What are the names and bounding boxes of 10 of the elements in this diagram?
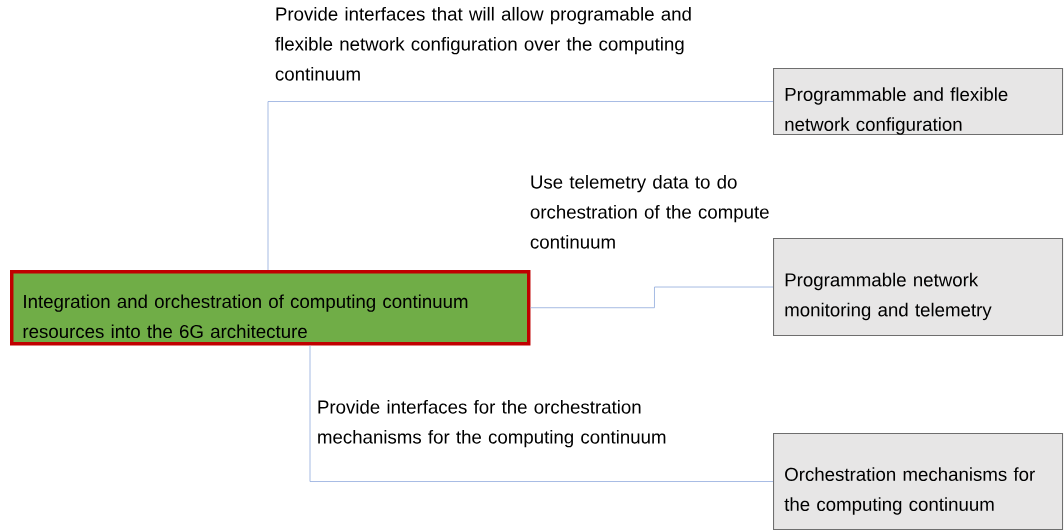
edge-label: Use telemetry data to do orchestration of the compute continuum <box>530 174 769 249</box>
connector-line <box>530 286 774 309</box>
connector-line <box>267 101 774 271</box>
edge-label: Provide interfaces for the orchestration mechanisms for the computing continuum <box>318 399 666 448</box>
main-box: Integration and orchestration of computing continuum resources into the 6G architecture <box>10 270 531 346</box>
process-box: Programmable network monitoring and telemetry <box>773 238 1064 337</box>
process-box: Programmable and flexible network configuration <box>773 68 1064 136</box>
edge-label: Provide interfaces that will allow programable and flexible network configuration over the computing continuum <box>275 6 691 81</box>
connector-line <box>309 345 774 482</box>
process-box: Orchestration mechanisms for the computing continuum <box>773 433 1064 531</box>
